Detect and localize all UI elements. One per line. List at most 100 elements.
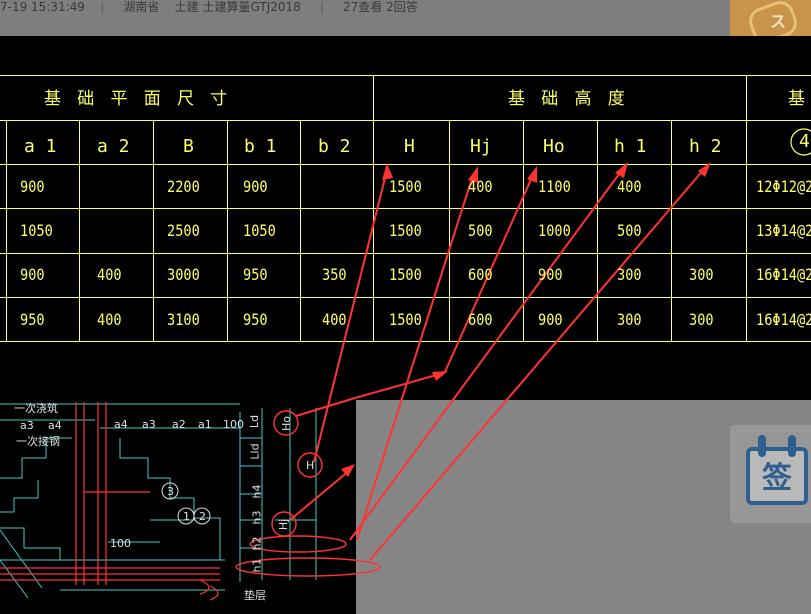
table-cell: 600 [468, 310, 493, 329]
table-cell: 1050 [243, 221, 276, 240]
detail-label: Ld [248, 414, 262, 429]
col-header-a1: a 1 [24, 136, 57, 157]
col-header-h2: h 2 [689, 136, 722, 157]
rebar-lines [0, 402, 220, 601]
ad-banner[interactable]: ス [730, 0, 811, 36]
question-meta: 7-19 15:31:49 | 湖南省 土建 土建算量GTJ2018 | 27查… [0, 0, 418, 16]
detail-bubble-label: 2 [199, 510, 206, 523]
table-cell: 16Φ14@2 [756, 310, 811, 329]
table-cell: 400 [97, 310, 122, 329]
calendar-ring [788, 435, 796, 457]
group-header-height: 基 础 高 度 [508, 89, 628, 109]
col-header-rebar: 4 [799, 131, 810, 152]
table-cell: 900 [538, 310, 563, 329]
table-cell: 600 [468, 265, 493, 284]
annotation-arrows [289, 167, 706, 561]
arrow-heads [341, 162, 711, 477]
table-grid [0, 75, 811, 342]
table-cell: 12Φ12@2 [756, 177, 811, 196]
detail-label: a1 [198, 418, 212, 431]
detail-bubble-label: 1 [183, 510, 190, 523]
sign-in-widget[interactable]: 签 [730, 425, 811, 523]
sign-label: 签 [762, 461, 792, 496]
detail-label: 100 [223, 418, 244, 431]
table-cell: 900 [20, 265, 45, 284]
table-cell: 300 [689, 265, 714, 284]
table-cell: 2200 [167, 177, 200, 196]
table-cell: 1000 [538, 221, 571, 240]
table-cell: 950 [20, 310, 45, 329]
detail-label: Lld [248, 443, 262, 460]
col-header-Ho: Ho [543, 136, 565, 157]
table-cell: 300 [617, 310, 642, 329]
cad-detail-image [0, 400, 356, 614]
detail-label: h2 [250, 536, 264, 551]
table-cell: 1100 [538, 177, 571, 196]
detail-label: h1 [250, 558, 264, 573]
detail-label: 100 [110, 537, 131, 550]
detail-label: H [306, 459, 315, 472]
table-cell: 13Φ14@2 [756, 221, 811, 240]
view-answer-stats: 27查看 2回答 [343, 0, 418, 14]
meta-separator: | [304, 0, 340, 14]
region-tag[interactable]: 湖南省 [123, 0, 160, 14]
calendar-body [746, 447, 808, 505]
table-cell: 900 [243, 177, 268, 196]
col-header-Hj: Hj [470, 136, 492, 157]
table-cell: 16Φ14@2 [756, 265, 811, 284]
category-tag[interactable]: 土建 土建算量GTJ2018 [174, 0, 301, 14]
detail-label: a2 [172, 418, 186, 431]
group-header-partial: 基 [788, 89, 808, 109]
detail-label: 垫层 [244, 589, 266, 602]
table-cell: 900 [538, 265, 563, 284]
table-cell: 400 [617, 177, 642, 196]
table-cell: 900 [20, 177, 45, 196]
detail-label: Hj [277, 518, 291, 531]
col-header-b2: b 2 [318, 136, 351, 157]
table-cell: 950 [243, 265, 268, 284]
table-cell: 1500 [389, 265, 422, 284]
table-cell: 950 [243, 310, 268, 329]
detail-label: h3 [250, 510, 264, 525]
table-cell: 500 [617, 221, 642, 240]
cad-drawing-image [0, 36, 811, 400]
detail-label: 一次浇筑 [14, 402, 58, 415]
table-cell: 400 [468, 177, 493, 196]
foundation-section [0, 403, 317, 599]
group-header-plan-size: 基 础 平 面 尺 寸 [44, 89, 231, 109]
annotation-circles [235, 410, 381, 577]
rebar-bubble [790, 128, 811, 156]
col-header-b1: b 1 [244, 136, 277, 157]
table-cell: 2500 [167, 221, 200, 240]
detail-label: h4 [250, 484, 264, 499]
detail-label: a4 [114, 418, 128, 431]
calendar-sign-icon: 签 [746, 435, 808, 505]
table-cell: 400 [97, 265, 122, 284]
table-cell: 1050 [20, 221, 53, 240]
table-cell: 3100 [167, 310, 200, 329]
detail-label: Ho [280, 415, 294, 432]
table-cell: 350 [322, 265, 347, 284]
table-cell: 1500 [389, 177, 422, 196]
col-header-h1: h 1 [614, 136, 647, 157]
table-cell: 3000 [167, 265, 200, 284]
detail-label: 一次接钢 [16, 435, 60, 448]
meta-separator: | [88, 0, 120, 14]
detail-label: a3 [20, 419, 34, 432]
col-header-a2: a 2 [97, 136, 130, 157]
col-header-H: H [404, 136, 415, 157]
table-cell: 1500 [389, 310, 422, 329]
page-header-bar: 7-19 15:31:49 | 湖南省 土建 土建算量GTJ2018 | 27查… [0, 0, 811, 36]
banner-text: ス [770, 12, 787, 31]
post-date: 7-19 15:31:49 [0, 0, 85, 14]
table-cell: 300 [689, 310, 714, 329]
detail-bubbles [161, 482, 211, 525]
detail-bubble-label: 3 [167, 485, 174, 498]
table-cell: 500 [468, 221, 493, 240]
table-cell: 400 [322, 310, 347, 329]
detail-label: a4 [48, 419, 62, 432]
detail-label: a3 [142, 418, 156, 431]
col-header-B: B [183, 136, 194, 157]
table-cell: 1500 [389, 221, 422, 240]
